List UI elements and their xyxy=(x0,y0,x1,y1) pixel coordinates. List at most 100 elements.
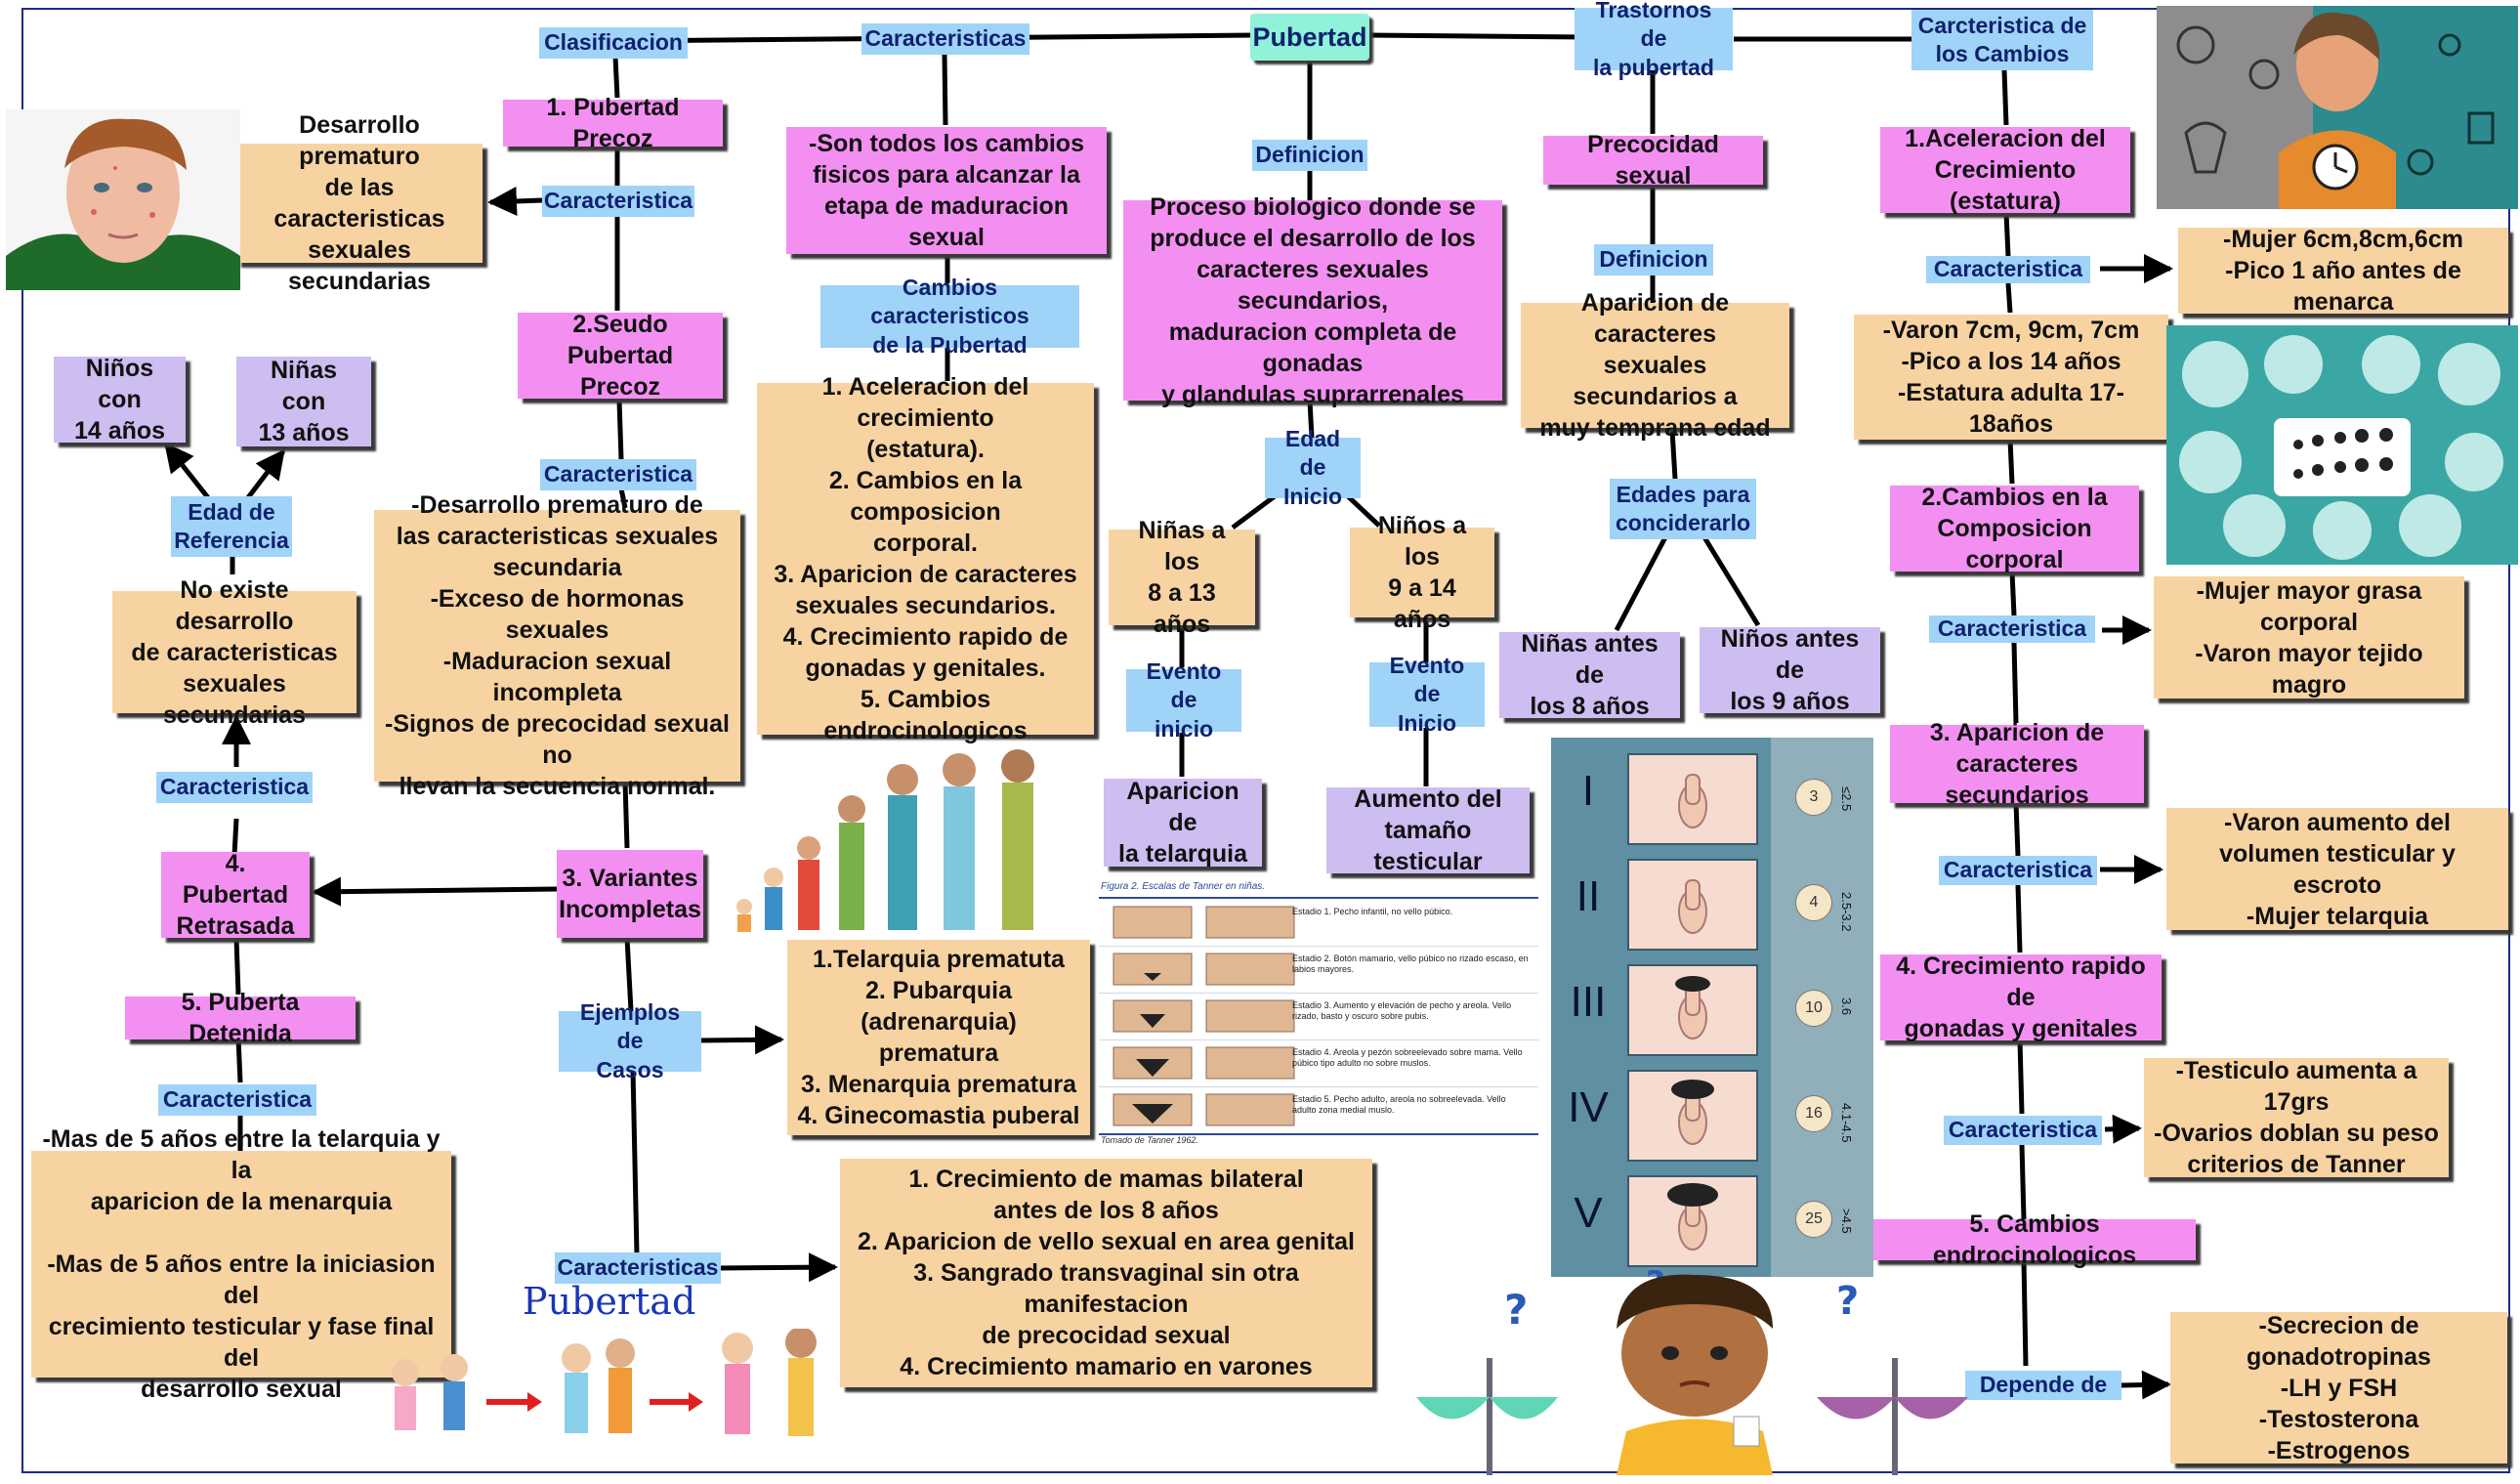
tanner-female-stage-5: Estadio 5. Pecho adulto, areola no sobre… xyxy=(1292,1094,1506,1115)
node-definicion-text: Proceso biologico donde se produce el de… xyxy=(1123,193,1502,408)
label-precoz-caracteristica: Caracteristica xyxy=(542,186,694,217)
tanner-male-drawing xyxy=(1627,1175,1758,1267)
label-retrasada-caracteristica: Caracteristica xyxy=(156,772,313,803)
node-ninos-14: Niños con 14 años xyxy=(54,355,186,445)
tanner-male-row: I 3 ≤2.5 xyxy=(1551,745,1873,847)
tanner-male-stage-label: I xyxy=(1581,767,1595,815)
branch-cambios: Carcteristica de los Cambios xyxy=(1911,10,2093,70)
node-seudo-precoz: 2.Seudo Pubertad Precoz xyxy=(518,311,723,401)
label-cambios-caracteristicos: Cambios caracteristicos de la Pubertad xyxy=(820,275,1079,358)
tanner-male-volume: 10 xyxy=(1795,990,1832,1027)
node-retrasada-desc: No existe desarrollo de caracteristicas … xyxy=(112,576,357,729)
node-c5-desc: -Secrecion de gonadotropinas -LH y FSH -… xyxy=(2170,1312,2507,1464)
label-c1-caracteristica: Caracteristica xyxy=(1926,256,2090,283)
label-evento-inicio-1: Evento de inicio xyxy=(1126,658,1241,742)
node-ninas-8: Niñas antes de los 8 años xyxy=(1499,630,1680,720)
tanner-male-volume: 16 xyxy=(1795,1095,1832,1132)
tanner-male-row: IV 16 4.1-4.5 xyxy=(1551,1062,1873,1164)
node-pubertad-detenida: 5. Puberta Detenida xyxy=(125,989,356,1047)
node-c3-desc: -Varon aumento del volumen testicular y … xyxy=(2166,808,2508,930)
node-c1-mujer: -Mujer 6cm,8cm,6cm -Pico 1 año antes de … xyxy=(2178,226,2508,316)
tanner-male-stage-label: III xyxy=(1570,978,1607,1026)
node-c1-varon: -Varon 7cm, 9cm, 7cm -Pico a los 14 años… xyxy=(1854,315,2168,440)
tanner-male-stage-label: V xyxy=(1574,1189,1603,1237)
tanner-male-stage-label: II xyxy=(1575,872,1601,920)
node-ejemplos-desc: 1.Telarquia prematuta 2. Pubarquia (adre… xyxy=(787,940,1090,1135)
label-c2-caracteristica: Caracteristica xyxy=(1929,615,2095,643)
tanner-female-stage-3: Estadio 3. Aumento y elevación de pecho … xyxy=(1292,1000,1512,1021)
root-node: Pubertad xyxy=(1250,14,1369,61)
label-edad-inicio: Edad de Inicio xyxy=(1265,426,1361,509)
label-trastornos-definicion: Definicion xyxy=(1594,244,1713,276)
label-c3-caracteristica: Caracteristica xyxy=(1939,856,2097,885)
node-aceleracion-crecimiento: 1.Aceleracion del Crecimiento (estatura) xyxy=(1880,125,2130,215)
branch-caracteristicas: Caracteristicas xyxy=(861,23,1029,55)
node-ninos-9-14: Niños a los 9 a 14 años xyxy=(1350,512,1494,633)
branch-trastornos: Trastornos de la pubertad xyxy=(1575,0,1733,80)
svg-text:?: ? xyxy=(1836,1279,1859,1324)
node-ninos-9: Niños antes de los 9 años xyxy=(1700,625,1880,715)
node-ninas-8-13: Niñas a los 8 a 13 años xyxy=(1109,517,1255,638)
boy-acne-photo xyxy=(6,109,240,290)
puberty-illustration xyxy=(2157,6,2518,209)
label-edades-conciderarlo: Edades para conciderarlo xyxy=(1610,479,1756,539)
label-ejemplos: Ejemplos de Casos xyxy=(559,999,701,1082)
tanner-male-row: II 4 2.5-3.2 xyxy=(1551,851,1873,953)
tanner-male-drawing xyxy=(1627,859,1758,951)
node-testicular: Aumento del tamaño testicular xyxy=(1326,785,1530,875)
node-detenida-desc: -Mas de 5 años entre la telarquia y la a… xyxy=(31,1125,451,1403)
svg-text:?: ? xyxy=(1504,1286,1528,1334)
tanner-female-stage-4: Estadio 4. Areola y pezón sobreelevado s… xyxy=(1292,1047,1523,1068)
node-crecimiento-gonadas: 4. Crecimiento rapido de gonadas y genit… xyxy=(1880,953,2162,1042)
label-depende-de: Depende de xyxy=(1965,1371,2121,1400)
label-seudo-caracteristica: Caracteristica xyxy=(540,459,696,490)
pubertad-kids-illustration: Pubertad xyxy=(371,1280,840,1475)
node-pubertad-precoz: 1. Pubertad Precoz xyxy=(503,94,723,152)
tanner-male-drawing xyxy=(1627,964,1758,1056)
node-composicion-corporal: 2.Cambios en la Composicion corporal xyxy=(1890,484,2139,573)
tanner-female-stage-2: Estadio 2. Botón mamario, vello púbico n… xyxy=(1292,954,1529,974)
node-precoz-desc: Desarrollo prematuro de las caracteristi… xyxy=(236,111,483,295)
tanner-male-volume: 4 xyxy=(1795,884,1832,921)
tanner-male-row: III 10 3.6 xyxy=(1551,956,1873,1058)
label-evento-inicio-2: Evento de Inicio xyxy=(1369,653,1485,736)
tanner-male-volume: 25 xyxy=(1795,1201,1832,1238)
label-variantes-caracteristicas: Caracteristicas xyxy=(555,1252,721,1284)
girl-confused-illustration: ? ? ? xyxy=(1397,1270,1983,1475)
node-ninas-13: Niñas con 13 años xyxy=(236,357,371,446)
label-edad-referencia: Edad de Referencia xyxy=(171,496,292,557)
node-seudo-desc: -Desarrollo prematuro de las caracterist… xyxy=(374,491,740,800)
growth-stages-illustration xyxy=(725,741,1086,936)
tanner-male-length: 3.6 xyxy=(1839,997,1854,1016)
label-c4-caracteristica: Caracteristica xyxy=(1944,1116,2102,1145)
diverse-teens-illustration xyxy=(2166,325,2518,565)
node-pubertad-retrasada: 4. Pubertad Retrasada xyxy=(161,850,310,940)
branch-clasificacion: Clasificacion xyxy=(539,27,688,59)
tanner-female-stage-1: Estadio 1. Pecho infantil, no vello púbi… xyxy=(1292,907,1453,916)
tanner-male-stage-label: IV xyxy=(1568,1083,1609,1131)
node-trastornos-def: Aparicion de caracteres sexuales secunda… xyxy=(1521,289,1789,442)
node-caracteristicas-desc: -Son todos los cambios fisicos para alca… xyxy=(786,127,1107,254)
diagram-frame xyxy=(21,8,2510,1473)
tanner-male-volume: 3 xyxy=(1795,779,1832,816)
node-caracteres-secundarios: 3. Aparicion de caracteres secundarios xyxy=(1890,719,2144,809)
tanner-male-length: 4.1-4.5 xyxy=(1839,1103,1854,1143)
node-cambios-list: 1. Aceleracion del crecimiento (estatura… xyxy=(757,373,1094,744)
node-cambios-endocrinologicos: 5. Cambios endrocinologicos xyxy=(1873,1210,2196,1269)
tanner-male-drawing xyxy=(1627,753,1758,845)
node-c2-desc: -Mujer mayor grasa corporal -Varon mayor… xyxy=(2154,576,2464,699)
label-detenida-caracteristica: Caracteristica xyxy=(158,1084,316,1116)
pubertad-script-label: Pubertad xyxy=(523,1280,696,1323)
tanner-male-length: 2.5-3.2 xyxy=(1839,892,1854,932)
tanner-female-caption: Figura 2. Escalas de Tanner en niñas. xyxy=(1101,881,1266,892)
tanner-male-drawing xyxy=(1627,1070,1758,1162)
tanner-male-length: ≤2.5 xyxy=(1839,786,1854,812)
tanner-female-source: Tomado de Tanner 1962. xyxy=(1101,1135,1198,1145)
node-variantes-caracteristicas: 1. Crecimiento de mamas bilateral antes … xyxy=(840,1159,1372,1387)
node-c4-desc: -Testiculo aumenta a 17grs -Ovarios dobl… xyxy=(2144,1057,2449,1178)
node-precocidad-sexual: Precocidad sexual xyxy=(1543,131,1763,190)
node-telarquia: Aparicion de la telarquia xyxy=(1104,778,1262,868)
